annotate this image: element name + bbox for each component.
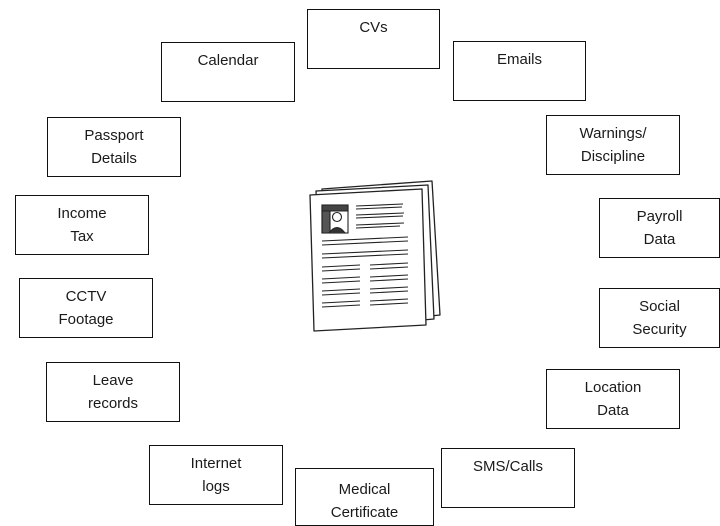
box-label: Leave records [87, 372, 139, 412]
box-sms-calls: SMS/Calls [441, 448, 575, 508]
box-label: CCTV Footage [58, 288, 114, 328]
box-leave-records: Leave records [46, 362, 180, 422]
box-label: Internet logs [190, 455, 242, 495]
box-label: Emails [496, 51, 542, 68]
box-label: Payroll Data [636, 208, 683, 248]
box-income-tax: Income Tax [15, 195, 149, 255]
box-label: CVs [359, 19, 388, 36]
box-social-security: Social Security [599, 288, 720, 348]
box-label: Social Security [632, 298, 687, 338]
box-cvs: CVs [307, 9, 440, 69]
box-label: Warnings/ Discipline [579, 125, 647, 165]
box-calendar: Calendar [161, 42, 295, 102]
box-passport-details: Passport Details [47, 117, 181, 177]
box-label: Location Data [584, 379, 642, 419]
box-label: Calendar [197, 52, 259, 69]
box-cctv-footage: CCTV Footage [19, 278, 153, 338]
box-label: Income Tax [57, 205, 107, 245]
box-internet-logs: Internet logs [149, 445, 283, 505]
box-warnings-discipline: Warnings/ Discipline [546, 115, 680, 175]
box-emails: Emails [453, 41, 586, 101]
box-label: SMS/Calls [472, 458, 543, 475]
box-payroll-data: Payroll Data [599, 198, 720, 258]
box-label: Medical Certificate [330, 481, 399, 521]
box-medical-certificate: Medical Certificate [295, 468, 434, 526]
document-with-photo-icon [309, 180, 441, 332]
box-label: Passport Details [84, 127, 144, 167]
box-location-data: Location Data [546, 369, 680, 429]
